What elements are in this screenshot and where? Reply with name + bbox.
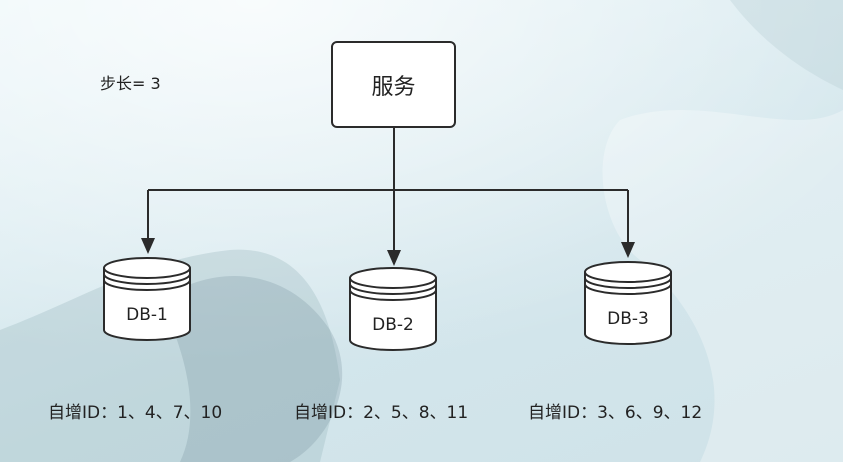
- db3-cylinder-icon: [584, 261, 672, 345]
- db1-label: DB-1: [126, 305, 168, 325]
- db3-label: DB-3: [607, 309, 649, 329]
- db3-id-sequence: 自增ID：3、6、9、12: [528, 403, 703, 423]
- db1-id-sequence: 自增ID：1、4、7、10: [48, 403, 223, 423]
- arrowhead-db1: [141, 238, 155, 254]
- db1-cylinder-icon: [103, 257, 191, 341]
- db2-label: DB-2: [372, 315, 414, 335]
- step-label: 步长= 3: [100, 74, 161, 93]
- arrowhead-db3: [621, 242, 635, 258]
- service-node: 服务: [331, 41, 456, 128]
- db2-id-sequence: 自增ID：2、5、8、11: [294, 403, 469, 423]
- arrowhead-db2: [387, 250, 401, 266]
- db2-cylinder-icon: [349, 267, 437, 351]
- service-label: 服务: [371, 74, 416, 100]
